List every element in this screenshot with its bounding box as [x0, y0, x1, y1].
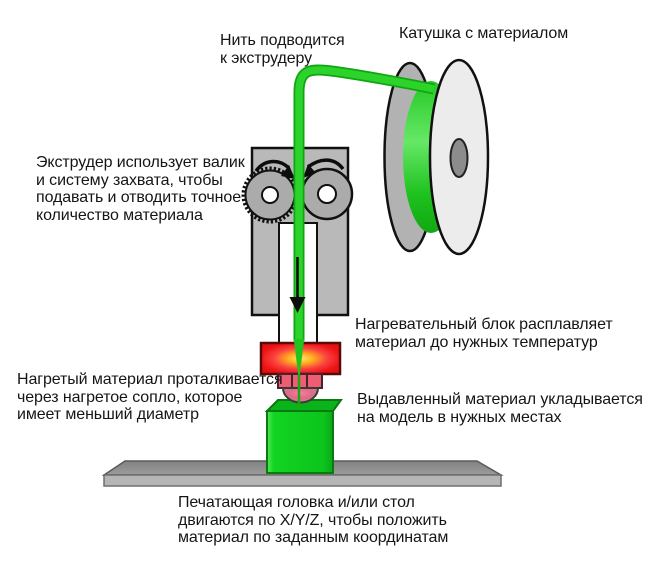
- label-filament-feed: Нить подводится к экструдеру: [220, 32, 345, 67]
- right-feed-arrowhead-icon: [303, 164, 316, 178]
- left-feed-arrowhead-icon: [281, 165, 295, 179]
- label-line: двигаются по X/Y/Z, чтобы положить: [178, 511, 447, 529]
- label-nozzle: Нагретый материал проталкивается через н…: [17, 371, 283, 424]
- build-plate-front: [103, 474, 502, 487]
- label-line: Катушка с материалом: [399, 25, 569, 42]
- label-line: имеет меньший диаметр: [17, 406, 199, 423]
- label-line: Экструдер использует валик: [36, 154, 245, 171]
- spool-hub-hole: [449, 138, 469, 178]
- nozzle-tip-dome: [281, 387, 320, 404]
- drive-gear-hole: [261, 186, 279, 204]
- left-feed-arrow-icon: [254, 159, 291, 173]
- label-extruded-material: Выдавленный материал укладывается на мод…: [357, 391, 643, 426]
- filament: [293, 64, 436, 405]
- idler-roller: [300, 167, 354, 221]
- right-feed-arrow-icon: [306, 158, 345, 171]
- label-line: материал до нужных температур: [355, 333, 598, 351]
- label-line: через нагретое сопло, которое: [17, 388, 243, 406]
- down-arrow-icon: [289, 257, 306, 313]
- cube-front-face: [266, 410, 334, 474]
- label-line: подавать и отводить точное: [36, 189, 241, 206]
- filament-melt-taper: [293, 339, 305, 381]
- label-line: на модель в нужных местах: [357, 408, 562, 426]
- label-line: Нить подводится: [220, 32, 345, 49]
- feed-direction-arrows: [254, 158, 345, 179]
- label-line: к экструдеру: [220, 49, 313, 67]
- label-line: Выдавленный материал укладывается: [357, 391, 643, 408]
- label-xyz-movement: Печатающая головка и/или стол двигаются …: [178, 494, 448, 547]
- label-line: материал по заданным координатам: [178, 529, 449, 546]
- label-line: количество материала: [36, 206, 203, 224]
- label-line: и систему захвата, чтобы: [36, 171, 223, 189]
- label-spool: Катушка с материалом: [399, 25, 568, 43]
- material-spool: [383, 58, 490, 256]
- idler-roller-hole: [317, 184, 337, 204]
- down-arrow-head: [289, 297, 306, 313]
- label-line: Печатающая головка и/или стол: [178, 494, 415, 511]
- printed-model-cube: [264, 399, 343, 474]
- label-extruder: Экструдер использует валик и систему зах…: [36, 154, 245, 224]
- label-line: Нагретый материал проталкивается: [17, 371, 283, 388]
- label-line: Нагревательный блок расплавляет: [355, 316, 613, 333]
- label-heater-block: Нагревательный блок расплавляет материал…: [355, 316, 613, 351]
- filament-strand: [295, 66, 435, 341]
